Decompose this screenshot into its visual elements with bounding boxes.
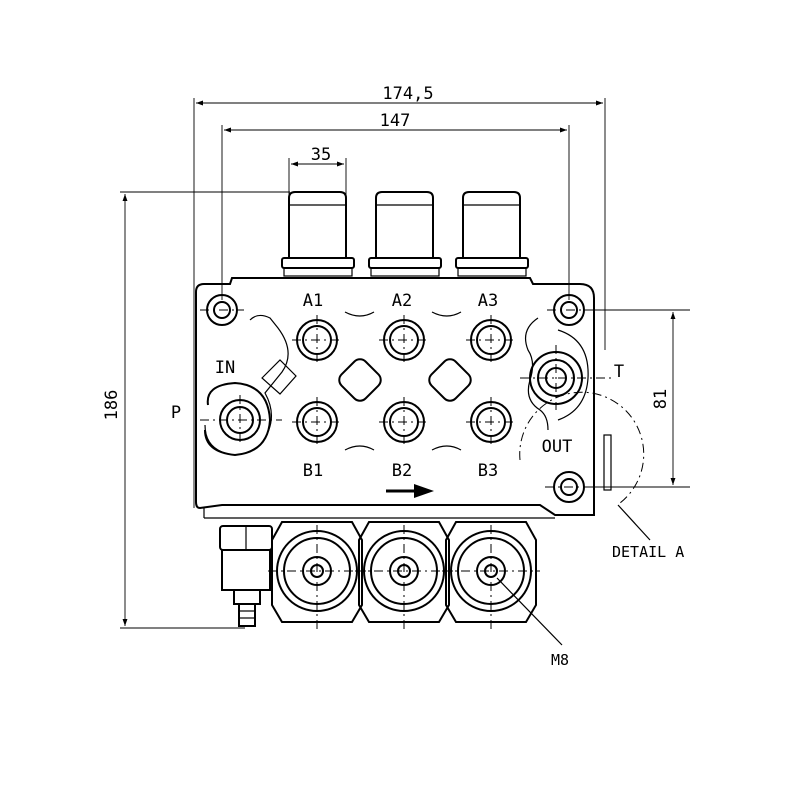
label-b2: B2	[392, 461, 412, 481]
label-a2: A2	[392, 291, 412, 311]
port-b3	[466, 397, 516, 447]
port-a3	[466, 315, 516, 365]
valve-body	[195, 277, 595, 519]
label-b3: B3	[478, 461, 498, 481]
dimension-hole-spacing: 147	[221, 111, 570, 300]
inlet-port	[200, 381, 282, 457]
diamond-right	[428, 358, 472, 402]
dimension-overall-width: 174,5	[193, 84, 606, 508]
label-detail-a: DETAIL A	[612, 543, 684, 561]
dimension-port-spacing: 81	[590, 309, 690, 488]
lever-cap-3	[455, 191, 529, 277]
lever-caps	[281, 191, 529, 277]
port-labels: A1 A2 A3 B1 B2 B3 IN P T OUT	[171, 291, 624, 481]
relief-valve-fitting	[219, 525, 273, 627]
spool-end-1	[268, 521, 366, 630]
work-ports	[292, 311, 516, 451]
spool-end-2	[355, 521, 453, 630]
port-spacing-label: 81	[651, 389, 671, 409]
lever-cap-1	[281, 191, 355, 277]
tank-port	[520, 345, 612, 410]
label-b1: B1	[303, 461, 323, 481]
port-b2	[379, 397, 429, 447]
overall-width-label: 174,5	[382, 84, 433, 104]
lever-cap-2	[368, 191, 442, 277]
label-outlet: OUT	[542, 437, 573, 457]
label-thread-m8: M8	[551, 651, 569, 669]
mounting-hole-right	[547, 294, 591, 326]
spool-end-3	[442, 521, 540, 630]
label-a3: A3	[478, 291, 498, 311]
label-tank: T	[614, 362, 624, 382]
dimension-overall-height: 186	[102, 191, 290, 629]
label-inlet: IN	[215, 358, 235, 378]
port-b1	[292, 397, 342, 447]
dimension-lever-width: 35	[288, 145, 347, 195]
port-a1	[292, 315, 342, 365]
overall-height-label: 186	[102, 390, 122, 421]
right-arrow-icon	[386, 484, 434, 498]
hole-spacing-label: 147	[380, 111, 411, 131]
port-a2	[379, 315, 429, 365]
lever-width-label: 35	[311, 145, 331, 165]
spool-ends	[268, 521, 563, 646]
mounting-hole-left	[200, 294, 244, 326]
callouts: DETAIL A M8	[551, 543, 684, 669]
label-a1: A1	[303, 291, 323, 311]
label-pressure: P	[171, 403, 181, 423]
diamond-left	[338, 358, 382, 402]
outlet-port	[519, 391, 651, 541]
